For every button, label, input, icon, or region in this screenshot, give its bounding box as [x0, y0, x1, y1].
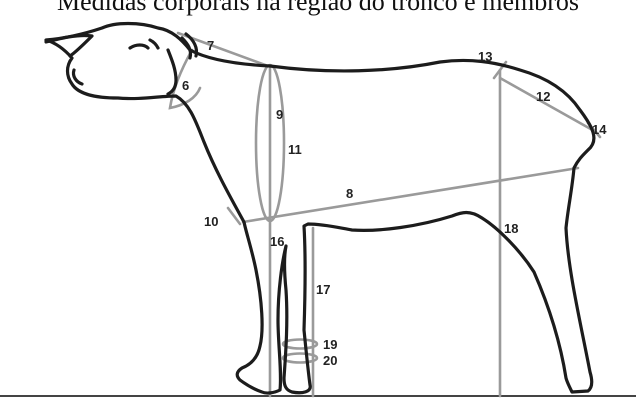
label-17: 17: [316, 282, 330, 297]
label-11: 11: [288, 142, 302, 157]
label-13: 13: [478, 49, 492, 64]
label-9: 9: [276, 107, 283, 122]
measure-12-line: [500, 78, 596, 132]
label-16: 16: [270, 234, 284, 249]
label-19: 19: [323, 337, 337, 352]
label-12: 12: [536, 89, 550, 104]
sheep-wool-tuft: [182, 34, 197, 58]
label-6: 6: [182, 78, 189, 93]
label-14: 14: [592, 122, 607, 137]
label-10: 10: [204, 214, 218, 229]
sheep-eye: [130, 40, 158, 48]
measurement-lines: [170, 33, 600, 396]
sheep-nose: [73, 70, 82, 84]
sheep-neck-fold: [168, 50, 176, 94]
label-7: 7: [207, 38, 214, 53]
measure-8-line: [243, 168, 578, 222]
measurement-labels: 6 7 8 9 10 11 12 13 14 16 17 18 19 20: [182, 38, 607, 368]
label-8: 8: [346, 186, 353, 201]
label-18: 18: [504, 221, 518, 236]
label-20: 20: [323, 353, 337, 368]
sheep-body-outline: [46, 24, 594, 394]
sheep-outline: [46, 24, 594, 394]
